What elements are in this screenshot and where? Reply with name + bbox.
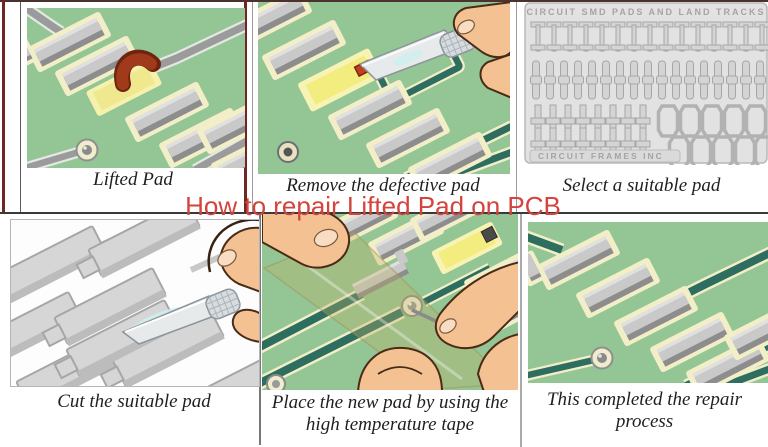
exposed-substrate (431, 222, 503, 274)
pad-sheet-illustration: CIRCUIT SMD PADS AND LAND TRACKS (524, 2, 768, 165)
sheet-row-capsule-pads (530, 60, 766, 100)
caption-completed: This completed the repair process (546, 389, 743, 432)
sheet-footer-bar (529, 149, 681, 163)
caption-remove-pad: Remove the defective pad (286, 175, 480, 196)
panel1-left-border (20, 2, 21, 212)
hand-fingers (207, 220, 259, 343)
via-corner (266, 374, 286, 390)
lifted-pad-curl (116, 53, 157, 90)
divider-middle-horizontal (0, 212, 768, 214)
place-pad-illustration (262, 214, 518, 390)
divider-top-col3 (516, 2, 517, 212)
caption-cut-pad: Cut the suitable pad (57, 391, 211, 412)
panel1-right-red-border (244, 0, 247, 212)
via (277, 141, 299, 163)
top-border (0, 0, 768, 2)
caption-place-pad: Place the new pad by using the high temp… (271, 392, 509, 435)
divider-bottom-col2 (259, 214, 261, 445)
caption-select-pad: Select a suitable pad (562, 175, 721, 196)
sheet-header-text: CIRCUIT SMD PADS AND LAND TRACKS (527, 7, 766, 17)
lifted-pad-illustration (27, 8, 245, 168)
via (75, 138, 99, 162)
copper-traces (27, 8, 245, 168)
hand-fingers (452, 2, 510, 99)
high-temperature-tape (264, 232, 510, 390)
cut-pad-illustration (10, 219, 260, 387)
via (590, 346, 614, 370)
divider-bottom-col3 (520, 214, 522, 447)
sheet-footer-text: CIRCUIT FRAMES INC (538, 151, 664, 161)
caption-lifted-pad: Lifted Pad (93, 169, 173, 190)
knife-gripper (205, 288, 241, 320)
divider-top-col2 (252, 2, 253, 212)
completed-repair-illustration (528, 222, 768, 383)
hand-fingers (262, 214, 518, 390)
remove-pad-illustration (258, 2, 510, 174)
left-red-accent-border (2, 0, 5, 212)
page-title: How to repair Lifted Pad on PCB (185, 191, 561, 221)
